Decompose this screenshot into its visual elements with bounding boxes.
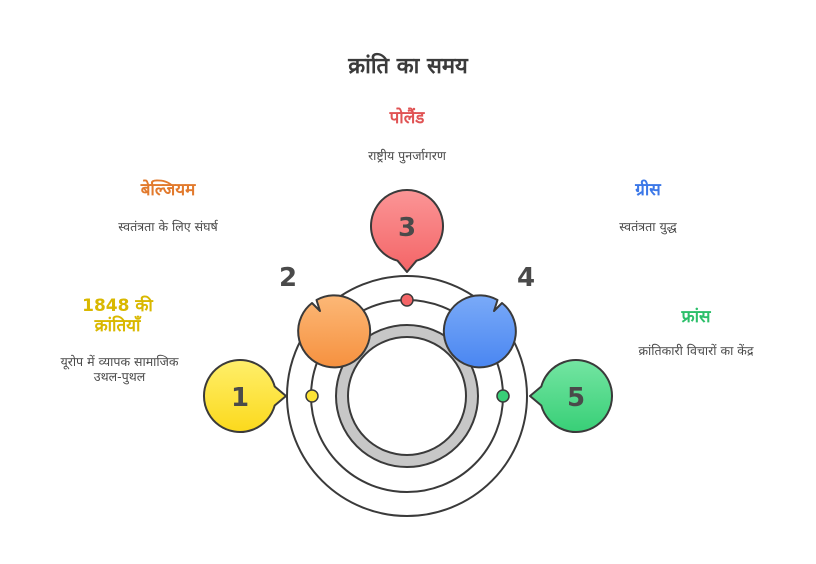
item-1-description: यूरोप में व्यापक सामाजिक उथल-पुथल — [60, 354, 179, 384]
item-4-description: स्वतंत्रता युद्ध — [619, 219, 677, 234]
item-5-description: क्रांतिकारी विचारों का केंद्र — [638, 343, 754, 358]
balloon-number-3: 3 — [398, 213, 416, 243]
inner-ring-outline-inner — [347, 336, 467, 456]
item-3-description: राष्ट्रीय पुनर्जागरण — [368, 148, 446, 163]
balloon-5: 5 — [529, 359, 614, 433]
marker-dot-3 — [400, 293, 414, 307]
marker-dot-1 — [305, 389, 319, 403]
diagram-title: क्रांति का समय — [348, 54, 468, 79]
item-2-description: स्वतंत्रता के लिए संघर्ष — [118, 219, 218, 234]
item-5-heading: फ्रांस — [681, 307, 711, 327]
item-3-heading: पोलैंड — [389, 108, 425, 128]
balloon-number-5: 5 — [567, 383, 585, 413]
item-4-heading: ग्रीस — [635, 180, 661, 200]
balloon-2: 2 — [279, 263, 372, 369]
item-2-heading: बेल्जियम — [140, 180, 196, 200]
balloon-number-1: 1 — [231, 383, 249, 413]
balloon-3: 3 — [370, 188, 444, 273]
inner-ring-outline-outer — [335, 324, 479, 468]
item-1-heading: 1848 की क्रांतियाँ — [82, 296, 153, 336]
balloon-1: 1 — [202, 359, 287, 433]
balloon-number-2: 2 — [279, 263, 297, 293]
inner-ring-band — [336, 325, 478, 467]
balloon-number-4: 4 — [517, 263, 535, 293]
marker-dot-5 — [496, 389, 510, 403]
balloon-4: 4 — [442, 263, 535, 369]
